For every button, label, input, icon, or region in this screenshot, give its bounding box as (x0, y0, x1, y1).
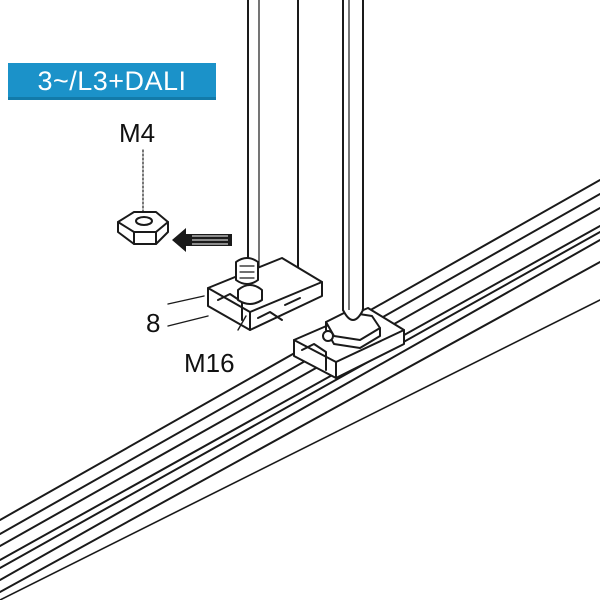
track-rail (0, 179, 600, 600)
power-config-badge: 3~/L3+DALI (8, 63, 216, 100)
dimension-lines (167, 295, 247, 331)
left-clamp (207, 257, 323, 331)
m16-label: M16 (184, 348, 235, 378)
right-clamp (293, 307, 405, 379)
right-rod (342, 0, 364, 311)
m4-nut (117, 149, 169, 245)
dimension-8-label: 8 (146, 308, 161, 338)
m4-label: M4 (119, 118, 156, 148)
insert-arrow (172, 228, 232, 252)
left-tube (247, 0, 299, 286)
